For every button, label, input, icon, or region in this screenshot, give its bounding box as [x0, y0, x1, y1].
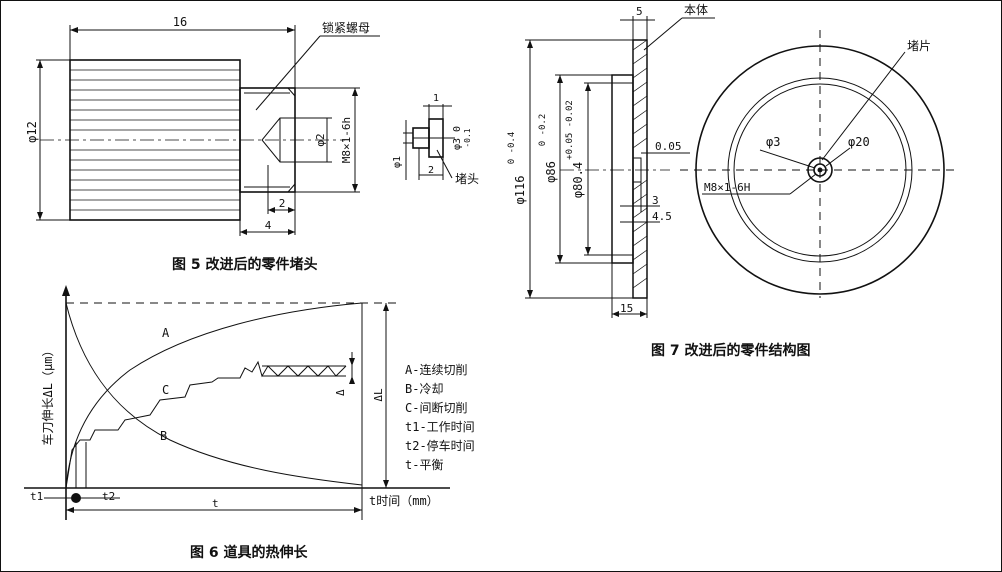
fig6-legend-4: t2-停车时间: [405, 438, 475, 453]
fig7-dim-phi80: φ80.4: [571, 162, 585, 198]
fig7-dim-thread: M8×1-6H: [704, 181, 750, 194]
fig6-label-a: A: [162, 326, 170, 340]
fig7-dim-45: 4.5: [652, 210, 672, 223]
fig7-dim-5: 5: [636, 5, 643, 18]
fig6-legend-1: B-冷却: [405, 382, 443, 396]
fig6-curve-c: [65, 360, 347, 489]
fig7-dim-15: 15: [620, 302, 633, 315]
fig5-label-plug: 堵头: [455, 172, 479, 186]
fig5-dim-phi1: φ1: [392, 156, 403, 168]
fig5-dim-4: 4: [265, 219, 272, 232]
fig5-dim-2b: 2: [428, 165, 434, 176]
fig6-t2: t2: [102, 490, 115, 503]
fig6-legend-0: A-连续切削: [405, 362, 467, 377]
fig5-dim-phi12: φ12: [25, 121, 39, 143]
fig5-knurl-lines: [70, 69, 240, 211]
fig6-caption: 图 6 道具的热伸长: [190, 545, 308, 561]
fig5-label-locknut: 锁紧螺母: [322, 20, 370, 35]
fig7-dim-005: 0.05: [655, 140, 682, 153]
fig5-dim-phi2: φ2: [314, 133, 327, 146]
fig6-legend-2: C-间断切削: [405, 400, 467, 415]
fig6-legend-5: t-平衡: [405, 458, 443, 472]
fig7-caption: 图 7 改进后的零件结构图: [651, 343, 811, 359]
fig7-label-body: 本体: [684, 3, 708, 17]
fig7-body-plate: [632, 39, 648, 299]
fig7-dim-3: 3: [652, 194, 659, 207]
fig7-drawing: φ116 0 -0.4 φ86 0 -0.2 φ80.4 +0.05 -0.02…: [507, 3, 960, 318]
fig6-delta-L: ΔL: [372, 388, 385, 402]
fig5-drawing: 16 φ12 M8×1-6h φ2 2 4 锁紧螺母 1: [25, 15, 479, 236]
fig7-dim-phi116-tol: 0 -0.4: [507, 132, 517, 165]
fig7-dim-phi80-tol: +0.05 -0.02: [565, 100, 575, 160]
fig7-label-plate: 堵片: [907, 39, 931, 53]
fig6-t1: t1: [30, 490, 43, 503]
fig6-ylabel: 车刀伸长ΔL（μm）: [40, 345, 55, 446]
fig5-dim-phi3-tol: -0.1: [463, 128, 472, 147]
fig7-flange: [611, 74, 634, 264]
fig7-dim-phi20: φ20: [848, 135, 870, 149]
fig5-caption: 图 5 改进后的零件堵头: [172, 257, 318, 273]
fig7-dim-phi116: φ116: [513, 176, 527, 205]
fig6-drawing: Δ ΔL t1 t2 t A C B 车刀伸长ΔL（μm） t时间（mm） A-…: [24, 285, 475, 520]
fig6-t: t: [212, 497, 219, 510]
fig7-dim-phi86: φ86: [544, 161, 558, 183]
fig7-dim-phi3: φ3: [766, 135, 780, 149]
fig5-dim-phi3: φ3 0: [452, 126, 463, 150]
fig5-cone-hole: [261, 117, 295, 163]
fig5-dim-2: 2: [279, 197, 286, 210]
fig6-xlabel: t时间（mm）: [369, 494, 439, 508]
fig5-dim-thread: M8×1-6h: [340, 117, 353, 163]
fig5-dim-1: 1: [433, 93, 439, 104]
fig6-delta-small: Δ: [334, 389, 347, 396]
fig5-dim-16: 16: [173, 15, 187, 29]
fig7-dim-phi86-tol: 0 -0.2: [538, 114, 548, 147]
fig6-curve-b: [65, 302, 363, 486]
fig6-curve-a: [65, 302, 363, 489]
fig6-label-c: C: [162, 383, 169, 397]
fig6-legend-3: t1-工作时间: [405, 420, 475, 434]
fig6-label-b: B: [160, 429, 167, 443]
